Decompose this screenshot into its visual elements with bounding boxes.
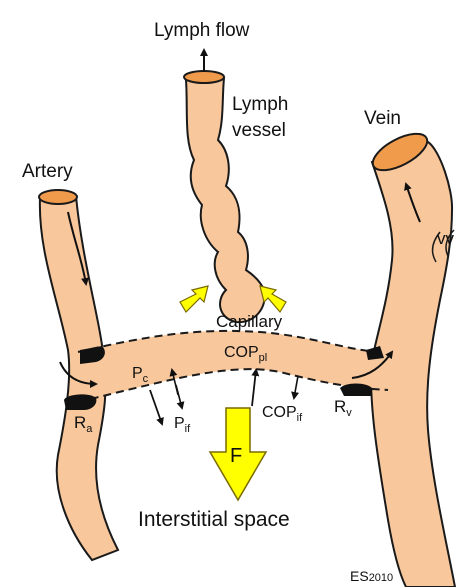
lymph-vessel-label-2: vessel (232, 120, 286, 141)
vein-body (371, 142, 455, 587)
vein-label: Vein (364, 108, 401, 129)
coppl-arrow (252, 370, 256, 406)
rv-label: Rv (334, 397, 352, 419)
lymph-flow-label: Lymph flow (154, 20, 250, 41)
lymph-inflow-arrow-left (180, 286, 208, 312)
artery-lumen (39, 190, 77, 204)
interstitial-space-label: Interstitial space (138, 508, 290, 531)
filtration-label: F (230, 445, 242, 467)
copif-arrow (294, 376, 298, 398)
capillary (78, 331, 388, 402)
pc-arrow (150, 390, 162, 424)
vv-label: vv (437, 229, 455, 248)
lymph-vessel-lumen (184, 71, 224, 83)
venule-resistor-bottom (340, 384, 372, 397)
pif-label: Pif (174, 415, 191, 435)
artery-label: Artery (22, 161, 73, 182)
credit-label: ES2010 (350, 568, 393, 584)
lymph-vessel-label: Lymph (232, 94, 288, 115)
pif-arrow-down (176, 385, 182, 408)
capillary-body (78, 331, 388, 402)
copif-label: COPif (262, 404, 303, 424)
arteriole-resistor-bottom (64, 394, 96, 410)
lymph-vessel (180, 50, 286, 322)
lymph-inflow-arrow-right (260, 286, 286, 312)
capillary-label: Capillary (216, 312, 283, 331)
